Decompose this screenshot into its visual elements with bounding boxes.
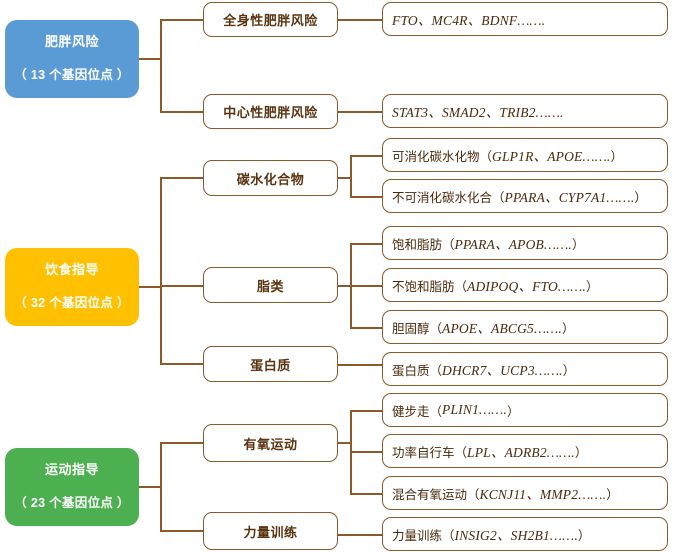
gene-row-prefix: 力量训练（: [392, 528, 455, 543]
connector-obesity-bracket: [160, 19, 162, 112]
gene-row-systemic-obesity[interactable]: FTO、MC4R、BDNF…….: [382, 2, 668, 36]
connector-carbohydrates-stem: [338, 177, 351, 179]
root-node-diet-title: 饮食指导: [44, 261, 99, 277]
gene-row-prefix: 混合有氧运动（: [392, 487, 480, 502]
connector-central-to-genes: [338, 111, 383, 113]
connector-obesity-stem: [139, 58, 161, 60]
connector-aerobic-stem: [338, 442, 351, 444]
gene-list: APOE、ABCG5…….: [442, 321, 562, 336]
gene-row-prefix: 饱和脂肪（: [392, 237, 455, 252]
connector-diet-bracket: [160, 177, 162, 364]
connector-aerobic-row-3: [350, 493, 383, 495]
category-label: 有氧运动: [243, 436, 298, 452]
category-node-strength-training[interactable]: 力量训练: [203, 512, 338, 550]
category-node-systemic-obesity-risk[interactable]: 全身性肥胖风险: [203, 2, 338, 37]
category-label: 脂类: [256, 278, 284, 294]
gene-list: FTO、MC4R、BDNF…….: [392, 13, 546, 28]
connector-carbohydrates-row-2: [350, 196, 383, 198]
connector-diet-to-protein: [160, 363, 204, 365]
gene-row-suffix: ）: [634, 190, 647, 205]
gene-row-suffix: ）: [574, 445, 588, 460]
connector-lipids-row-3: [350, 327, 383, 329]
gene-list: PPARA、APOB…….: [454, 237, 572, 252]
gene-row-indigestible-carbohydrate[interactable]: 不可消化碳水化合（ PPARA、CYP7A1……. ）: [382, 179, 668, 213]
connector-exercise-stem: [139, 486, 161, 488]
connector-exercise-bracket: [160, 442, 162, 531]
gene-row-strength-training[interactable]: 力量训练（ INSIG2、SH2B1……. ）: [382, 517, 668, 551]
gene-row-suffix: ）: [561, 321, 575, 336]
root-node-diet[interactable]: 饮食指导 （ 32 个基因位点 ）: [5, 248, 139, 326]
gene-row-unsaturated-fat[interactable]: 不饱和脂肪（ ADIPOQ、FTO……. ）: [382, 268, 668, 302]
connector-lipids-stem: [338, 285, 351, 287]
gene-row-prefix: 可消化碳水化物（: [392, 149, 493, 164]
gene-row-prefix: 不饱和脂肪（: [392, 279, 468, 294]
category-label: 中心性肥胖风险: [223, 105, 318, 120]
gene-row-prefix: 不可消化碳水化合（: [392, 190, 505, 205]
gene-row-suffix: ）: [610, 149, 624, 164]
gene-list: STAT3、SMAD2、TRIB2…….: [392, 105, 564, 120]
connector-obesity-to-central: [160, 111, 204, 113]
category-node-lipids[interactable]: 脂类: [203, 267, 338, 303]
gene-row-prefix: 功率自行车（: [392, 445, 468, 460]
gene-row-saturated-fat[interactable]: 饱和脂肪（ PPARA、APOB……. ）: [382, 226, 668, 260]
connector-protein-to-genes: [338, 364, 383, 366]
gene-row-suffix: ）: [586, 279, 599, 294]
gene-row-suffix: ）: [577, 528, 591, 543]
gene-row-suffix: ）: [606, 487, 619, 502]
connector-strength-to-genes: [338, 534, 383, 536]
root-node-obesity[interactable]: 肥胖风险 （ 13 个基因位点 ）: [5, 20, 139, 98]
gene-row-mixed-aerobic[interactable]: 混合有氧运动（ KCNJ11、MMP2……. ）: [382, 476, 668, 510]
gene-list: PPARA、CYP7A1…….: [504, 190, 635, 205]
root-node-exercise-title: 运动指导: [44, 461, 99, 477]
gene-row-suffix: ）: [562, 363, 576, 378]
connector-exercise-to-aerobic: [160, 442, 204, 444]
connector-diet-stem: [139, 286, 161, 288]
category-label: 力量训练: [243, 524, 298, 540]
gene-row-suffix: ）: [507, 404, 520, 419]
gene-list: GLP1R、APOE…….: [492, 149, 611, 164]
category-node-protein[interactable]: 蛋白质: [203, 346, 338, 382]
gene-row-central-obesity[interactable]: STAT3、SMAD2、TRIB2…….: [382, 94, 668, 128]
gene-list: PLIN1…….: [442, 402, 508, 417]
connector-carbohydrates-row-1: [350, 155, 383, 157]
connector-aerobic-row-1: [350, 410, 383, 412]
gene-row-prefix: 胆固醇（: [392, 321, 443, 336]
gene-list: INSIG2、SH2B1…….: [454, 528, 578, 543]
category-node-central-obesity-risk[interactable]: 中心性肥胖风险: [203, 94, 338, 129]
category-node-aerobic-exercise[interactable]: 有氧运动: [203, 424, 338, 462]
gene-row-prefix: 健步走（: [392, 404, 443, 419]
connector-systemic-to-genes: [338, 19, 383, 21]
gene-row-prefix: 蛋白质（: [392, 363, 443, 378]
category-label: 碳水化合物: [236, 171, 305, 187]
gene-row-cholesterol[interactable]: 胆固醇（ APOE、ABCG5……. ）: [382, 310, 668, 344]
gene-row-protein[interactable]: 蛋白质（ DHCR7、UCP3……. ）: [382, 352, 668, 386]
category-label: 蛋白质: [250, 357, 291, 373]
root-node-obesity-title: 肥胖风险: [44, 33, 99, 49]
gene-row-brisk-walking[interactable]: 健步走（ PLIN1……. ）: [382, 393, 668, 427]
gene-row-digestible-carbohydrate[interactable]: 可消化碳水化物（ GLP1R、APOE……. ）: [382, 138, 668, 172]
connector-aerobic-row-2: [350, 451, 383, 453]
root-node-exercise-subtitle: （ 23 个基因位点 ）: [14, 496, 130, 511]
gene-list: KCNJ11、MMP2…….: [479, 487, 607, 502]
gene-row-power-cycling[interactable]: 功率自行车（ LPL、ADRB2……. ）: [382, 434, 668, 468]
root-node-diet-subtitle: （ 32 个基因位点 ）: [14, 296, 130, 311]
connector-lipids-row-1: [350, 243, 383, 245]
connector-diet-to-lipids: [160, 285, 204, 287]
category-label: 全身性肥胖风险: [223, 13, 318, 28]
connector-lipids-row-2: [350, 285, 383, 287]
gene-list: DHCR7、UCP3…….: [442, 363, 563, 378]
gene-list: ADIPOQ、FTO…….: [467, 279, 586, 294]
connector-obesity-to-systemic: [160, 19, 204, 21]
category-node-carbohydrates[interactable]: 碳水化合物: [203, 160, 338, 196]
gene-list: LPL、ADRB2…….: [467, 445, 575, 460]
gene-row-suffix: ）: [571, 237, 585, 252]
root-node-obesity-subtitle: （ 13 个基因位点 ）: [14, 68, 130, 83]
connector-carbohydrates-bracket: [350, 155, 352, 196]
connector-diet-to-carbohydrates: [160, 177, 204, 179]
root-node-exercise[interactable]: 运动指导 （ 23 个基因位点 ）: [5, 448, 139, 526]
connector-exercise-to-strength: [160, 530, 204, 532]
